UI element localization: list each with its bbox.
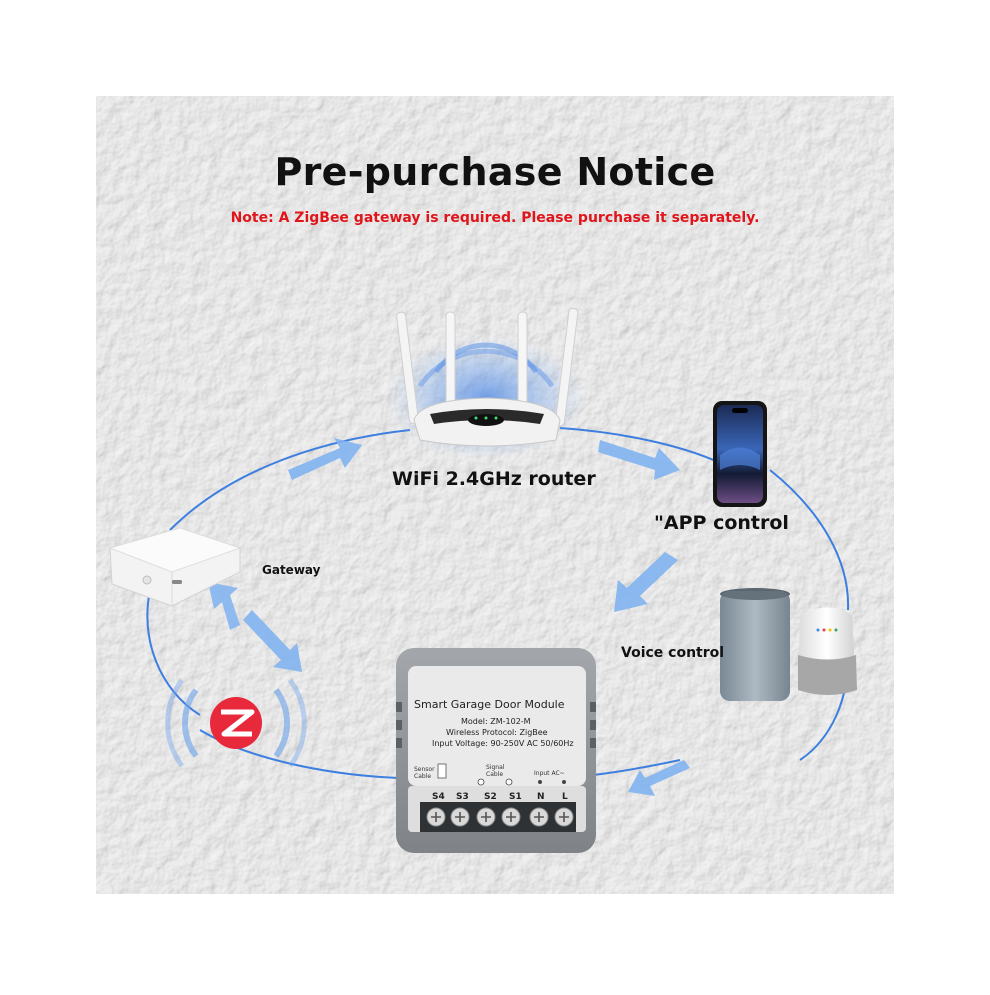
terminal-label: N: [537, 792, 545, 802]
signal-label-line-1: Signal: [486, 764, 505, 771]
arrow-to-phone: [598, 440, 680, 480]
module-model: Model: ZM-102-M: [461, 717, 531, 726]
arrow-to-module: [614, 552, 678, 612]
module-name: Smart Garage Door Module: [414, 698, 565, 711]
zigbee-gateway-icon: [108, 527, 242, 607]
terminal-label: S2: [484, 792, 497, 802]
screw-slot: [431, 812, 441, 822]
smart-speaker-icon: [720, 588, 790, 701]
sensor-label-line-2: Cable: [414, 773, 432, 780]
arrow-gateway-down: [243, 610, 302, 672]
screw-slot: [455, 812, 465, 822]
arrow-gateway-up: [208, 582, 240, 630]
router-label: WiFi 2.4GHz router: [392, 468, 596, 490]
screw-slot: [506, 812, 516, 822]
signal-label-line-2: Cable: [486, 771, 504, 778]
gateway-label: Gateway: [262, 563, 321, 577]
zigbee-logo-icon: [165, 678, 307, 768]
gateway-notice: Note: A ZigBee gateway is required. Plea…: [230, 210, 760, 226]
voice-control-label: Voice control: [621, 645, 725, 661]
terminal-label: S3: [456, 792, 469, 802]
smart-home-speaker-icon: [798, 607, 857, 695]
router-icon: [386, 307, 586, 460]
module-protocol: Wireless Protocol: ZigBee: [446, 728, 548, 737]
arrow-to-router: [288, 438, 362, 480]
page-title: Pre-purchase Notice: [274, 150, 716, 194]
sensor-label-line-1: Sensor: [414, 766, 435, 773]
screw-slot: [559, 812, 569, 822]
module-voltage: Input Voltage: 90-250V AC 50/60Hz: [432, 739, 574, 748]
terminal-label: L: [562, 792, 568, 802]
terminal-label: S1: [509, 792, 522, 802]
flow-arrows: [208, 438, 690, 796]
screw-slot: [534, 812, 544, 822]
smartphone-icon: [713, 401, 767, 507]
screw-slot: [481, 812, 491, 822]
terminal-block: [420, 802, 576, 832]
garage-module: [396, 648, 596, 853]
input-ac-label: Input AC~: [534, 770, 565, 777]
app-control-label: "APP control: [654, 512, 789, 534]
terminal-label: S4: [432, 792, 445, 802]
signal-cable-label: Signal Cable: [486, 764, 504, 778]
sensor-cable-label: Sensor Cable: [414, 766, 435, 780]
arrow-from-voice: [628, 760, 690, 796]
